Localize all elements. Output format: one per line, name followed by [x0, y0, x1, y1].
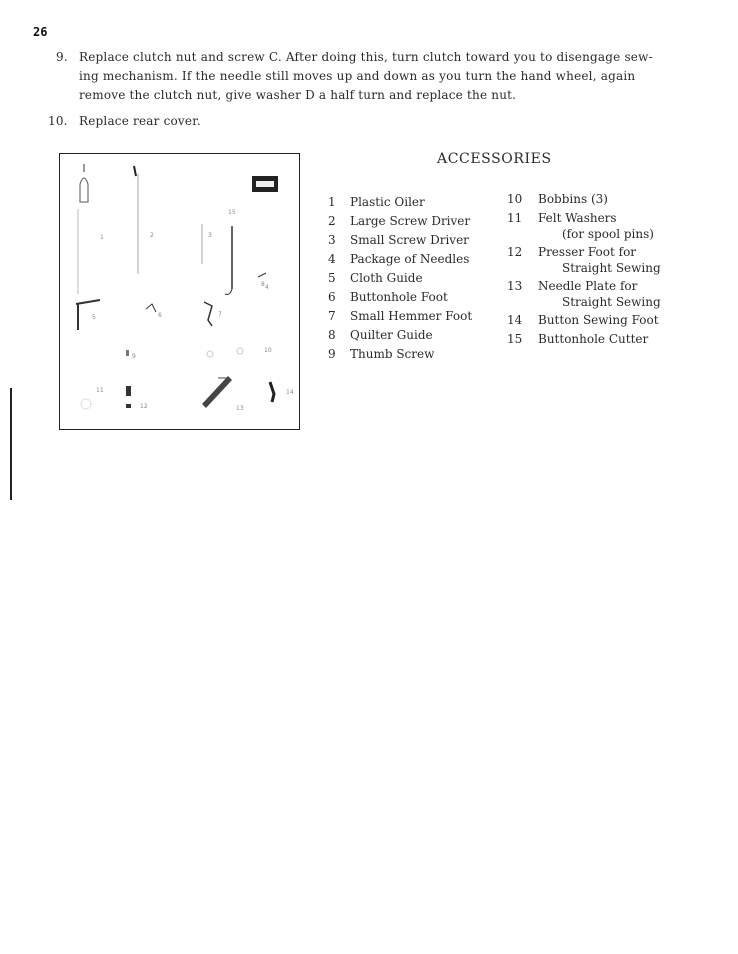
item-number: 11 — [507, 211, 523, 225]
accessories-photo: 1 2 3 4 5 6 7 8 9 10 11 12 13 14 15 — [59, 153, 300, 430]
accessories-list-right: 10 Bobbins (3) 11 Felt Washers (for spool p… — [507, 190, 677, 349]
oiler-shape — [79, 177, 89, 203]
photo-label: 12 — [140, 403, 148, 410]
item-number: 15 — [507, 332, 523, 346]
photo-label: 5 — [92, 314, 96, 321]
item-number: 4 — [328, 252, 336, 266]
photo-label: 14 — [286, 389, 294, 396]
item-label: Bobbins (3) — [538, 192, 608, 206]
list-item: 7 Small Hemmer Foot — [328, 307, 498, 326]
item-label: Presser Foot for — [538, 245, 637, 259]
photo-label: 7 — [218, 311, 222, 318]
item-number: 6 — [328, 290, 336, 304]
accessories-photo-image: 1 2 3 4 5 6 7 8 9 10 11 12 13 14 15 — [75, 164, 294, 412]
item-label: Small Screw Driver — [350, 233, 469, 247]
item-label: Large Screw Driver — [350, 214, 471, 228]
photo-label: 1 — [100, 234, 104, 241]
step-text: Replace rear cover. — [79, 114, 201, 128]
photo-label: 11 — [96, 387, 104, 394]
item-label: Buttonhole Foot — [350, 290, 448, 304]
accessories-heading: ACCESSORIES — [437, 151, 552, 167]
item-number: 7 — [328, 309, 336, 323]
list-item: 10 Bobbins (3) — [507, 190, 677, 209]
photo-label: 2 — [150, 232, 154, 239]
item-label: Plastic Oiler — [350, 195, 425, 209]
page-number: 26 — [33, 25, 48, 39]
photo-label: 6 — [158, 312, 162, 319]
list-item: 6 Buttonhole Foot — [328, 288, 498, 307]
list-item: 4 Package of Needles — [328, 250, 498, 269]
item-number: 14 — [507, 313, 523, 327]
photo-label: 15 — [228, 209, 236, 216]
list-item: 3 Small Screw Driver — [328, 231, 498, 250]
list-item: 14 Button Sewing Foot — [507, 311, 677, 330]
item-number: 10 — [507, 192, 523, 206]
step-text: Replace clutch nut and screw C. After do… — [79, 50, 653, 102]
item-number: 2 — [328, 214, 336, 228]
item-number: 13 — [507, 279, 523, 293]
item-label: Cloth Guide — [350, 271, 423, 285]
item-label-continued: Straight Sewing — [562, 261, 661, 275]
margin-rule — [10, 388, 12, 500]
item-label: Button Sewing Foot — [538, 313, 659, 327]
list-item: 15 Buttonhole Cutter — [507, 330, 677, 349]
item-label: Package of Needles — [350, 252, 470, 266]
item-label: Thumb Screw — [350, 347, 435, 361]
item-label: Quilter Guide — [350, 328, 433, 342]
item-number: 1 — [328, 195, 336, 209]
item-label: Buttonhole Cutter — [538, 332, 649, 346]
item-number: 9 — [328, 347, 336, 361]
item-number: 8 — [328, 328, 336, 342]
list-item: 1 Plastic Oiler — [328, 193, 498, 212]
list-item: 5 Cloth Guide — [328, 269, 498, 288]
list-item: 8 Quilter Guide — [328, 326, 498, 345]
photo-label: 10 — [264, 347, 272, 354]
step-number: 10. — [48, 114, 68, 128]
item-number: 3 — [328, 233, 336, 247]
list-item: 11 Felt Washers (for spool pins) — [507, 209, 677, 243]
item-number: 12 — [507, 245, 523, 259]
item-label-continued: Straight Sewing — [562, 295, 661, 309]
item-label: Needle Plate for — [538, 279, 638, 293]
photo-label: 3 — [208, 232, 212, 239]
item-label-continued: (for spool pins) — [562, 227, 654, 241]
photo-label: 9 — [132, 353, 136, 360]
photo-label: 4 — [265, 284, 269, 291]
step-number: 9. — [56, 50, 68, 64]
photo-label: 13 — [236, 405, 244, 412]
list-item: 9 Thumb Screw — [328, 345, 498, 364]
item-label: Felt Washers — [538, 211, 617, 225]
item-number: 5 — [328, 271, 336, 285]
item-label: Small Hemmer Foot — [350, 309, 473, 323]
list-item: 2 Large Screw Driver — [328, 212, 498, 231]
photo-label: 8 — [261, 281, 265, 288]
